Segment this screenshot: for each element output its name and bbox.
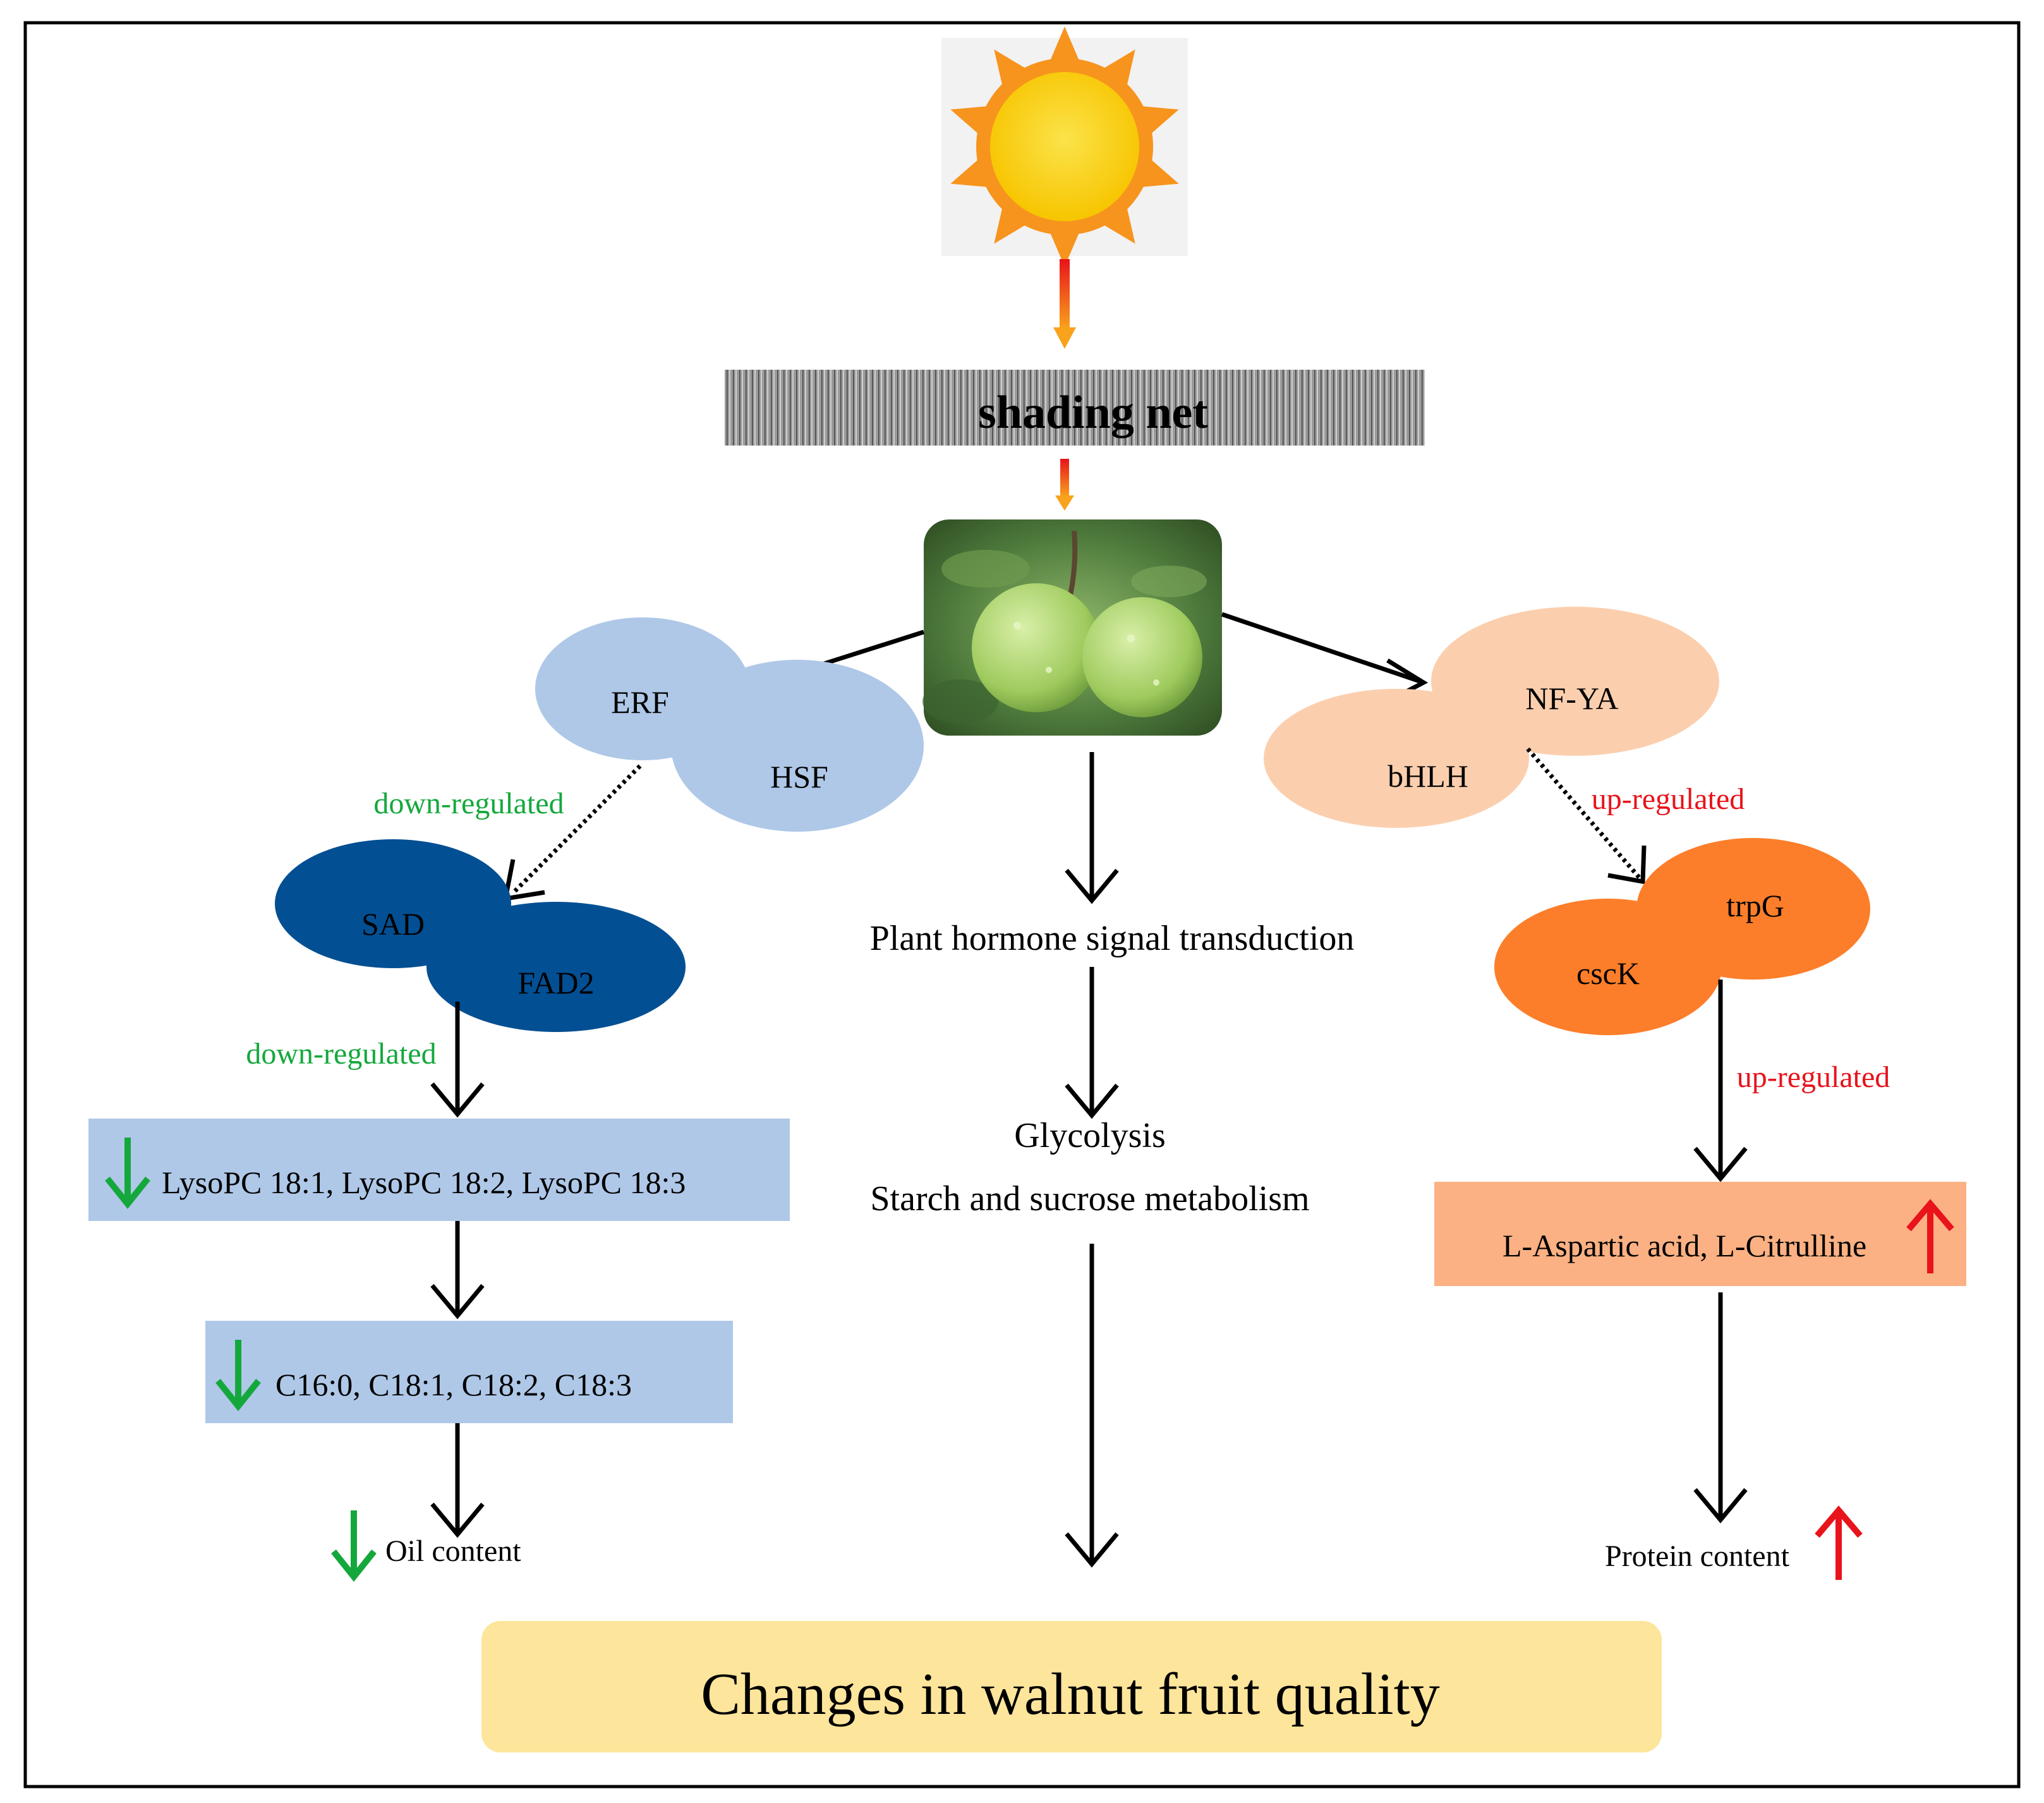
csck-node (1494, 899, 1722, 1035)
left-arrow-to-oil (430, 1423, 485, 1538)
right-regulation-1: up-regulated (1592, 782, 1745, 816)
left-regulation-1: down-regulated (373, 787, 564, 820)
sun-to-net-arrow (1053, 259, 1076, 349)
green-down-arrow-icon (331, 1510, 377, 1582)
red-up-arrow-icon (1815, 1505, 1863, 1580)
erf-label: ERF (611, 684, 669, 720)
fad2-label: FAD2 (517, 965, 594, 1000)
right-arrow-to-aspartic (1693, 980, 1748, 1182)
pathway-hormone: Plant hormone signal transduction (870, 919, 1355, 958)
sad-label: SAD (361, 906, 425, 942)
bhlh-node (1264, 689, 1529, 828)
left-arrow-to-lysopc (430, 1002, 485, 1118)
green-down-arrow-icon (215, 1340, 261, 1412)
trpg-label: trpG (1726, 888, 1784, 923)
nfya-label: NF-YA (1525, 681, 1618, 716)
erf-node (535, 617, 750, 760)
protein-content-label: Protein content (1605, 1539, 1790, 1573)
hsf-label: HSF (770, 759, 828, 794)
pathway-glycolysis: Glycolysis (1014, 1116, 1166, 1155)
fruit-to-right-arrow (1221, 612, 1429, 704)
green-down-arrow-icon (105, 1138, 150, 1210)
shading-net-label: shading net (978, 387, 1208, 439)
right-dotted-arrow (1526, 747, 1647, 885)
aspartic-label: L-Aspartic acid, L-Citrulline (1503, 1228, 1866, 1263)
csck-label: cscK (1576, 956, 1640, 991)
right-arrow-to-protein (1693, 1292, 1748, 1524)
net-to-fruit-arrow (1055, 459, 1074, 511)
lysopc-label: LysoPC 18:1, LysoPC 18:2, LysoPC 18:3 (162, 1165, 686, 1200)
oil-content-outcome: Oil content (331, 1510, 521, 1582)
red-up-arrow-icon (1906, 1199, 1954, 1273)
oil-content-label: Oil content (385, 1534, 521, 1568)
center-arrow-3 (1065, 1244, 1119, 1568)
lysopc-box: LysoPC 18:1, LysoPC 18:2, LysoPC 18:3 (88, 1119, 790, 1221)
protein-content-outcome: Protein content (1605, 1505, 1863, 1580)
pathway-starch: Starch and sucrose metabolism (870, 1179, 1309, 1218)
left-dotted-arrow (502, 764, 642, 902)
aspartic-box: L-Aspartic acid, L-Citrulline (1434, 1182, 1966, 1286)
fatty-acids-box: C16:0, C18:1, C18:2, C18:3 (205, 1321, 733, 1423)
left-regulation-2: down-regulated (246, 1037, 436, 1071)
bhlh-label: bHLH (1388, 758, 1468, 794)
sun-icon (941, 27, 1188, 267)
fatty-acids-label: C16:0, C18:1, C18:2, C18:3 (275, 1367, 632, 1402)
walnut-fruit-photo (922, 519, 1222, 736)
final-outcome-label: Changes in walnut fruit quality (701, 1661, 1440, 1727)
right-regulation-2: up-regulated (1737, 1060, 1890, 1094)
center-arrow-2 (1065, 967, 1119, 1119)
outer-frame (23, 21, 2021, 1788)
center-arrow-1 (1065, 752, 1119, 904)
left-arrow-to-fatty-acids (430, 1221, 485, 1320)
sad-node (275, 839, 511, 968)
final-outcome-box: Changes in walnut fruit quality (481, 1621, 1662, 1752)
shading-net: shading net (725, 370, 1425, 446)
